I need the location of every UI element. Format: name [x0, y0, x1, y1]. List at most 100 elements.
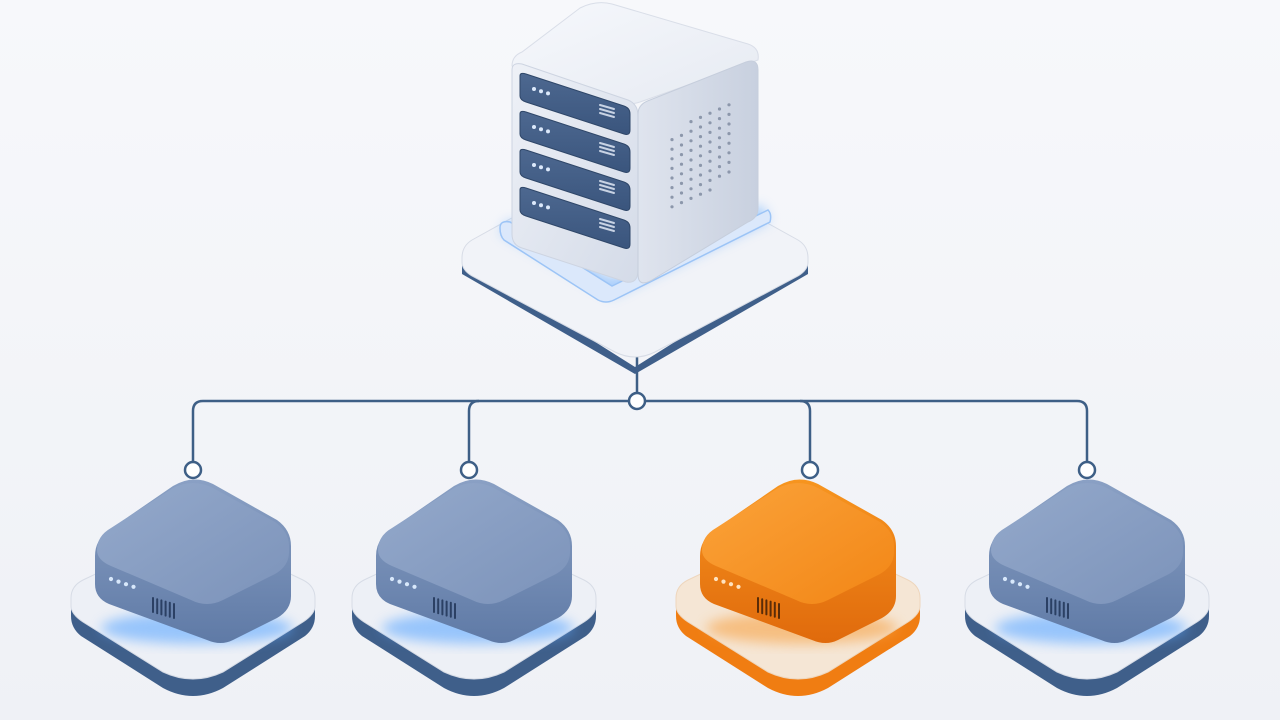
- connection-node: [183, 460, 203, 480]
- server-node[interactable]: [461, 2, 809, 374]
- vent-dot: [708, 140, 712, 144]
- client-device[interactable]: [70, 479, 316, 696]
- vent-dot: [689, 158, 693, 162]
- vent-dot: [689, 129, 693, 133]
- vent-dot: [727, 151, 731, 155]
- server-side: [637, 60, 759, 284]
- vent-dot: [717, 145, 722, 149]
- vent-dot: [717, 117, 722, 121]
- led-icon: [539, 89, 543, 94]
- server-pedestal: [499, 209, 772, 303]
- client-nodes: [70, 479, 1210, 696]
- vent-dot: [727, 141, 731, 145]
- vent-dot: [670, 205, 674, 209]
- led-icon: [539, 203, 543, 208]
- led-icon: [116, 579, 121, 584]
- device-top: [97, 483, 289, 604]
- hub-node: [627, 391, 647, 411]
- vent-dot: [708, 159, 712, 163]
- vent-dot: [698, 135, 703, 139]
- vent-dot: [679, 133, 684, 137]
- vent-dot: [698, 115, 703, 119]
- vent-dot: [727, 160, 731, 164]
- vent-dot: [679, 201, 684, 205]
- led-icon: [546, 91, 550, 96]
- vent-dot: [698, 154, 703, 158]
- led-icon: [1025, 584, 1030, 589]
- led-icon: [1017, 582, 1023, 587]
- led-icon: [404, 582, 410, 587]
- led-icon: [539, 127, 543, 132]
- vent-bar: [599, 222, 615, 228]
- led-icon: [532, 163, 536, 167]
- vent-dot: [670, 176, 674, 180]
- led-icon: [546, 167, 550, 172]
- led-icon: [131, 584, 136, 589]
- vent-dot: [689, 139, 693, 143]
- vent-bar: [599, 108, 615, 114]
- vent-dot: [727, 112, 731, 116]
- vent-dot: [689, 120, 693, 124]
- vent-dot: [670, 147, 674, 151]
- vent-dot: [679, 153, 684, 157]
- vent-dot: [717, 136, 722, 140]
- vent-dot: [670, 195, 674, 199]
- drop-line: [799, 399, 812, 462]
- vent-dot: [679, 162, 684, 166]
- vent-dot: [689, 168, 693, 172]
- led-icon: [1002, 576, 1008, 582]
- vent-dot: [717, 165, 722, 169]
- vent-dot: [727, 122, 731, 126]
- vent-dot: [689, 148, 693, 152]
- led-icon: [532, 125, 536, 129]
- vent-dot: [698, 192, 703, 196]
- vent-dot: [708, 188, 712, 192]
- led-icon: [539, 165, 543, 170]
- vent-dot: [679, 191, 684, 195]
- client-device-highlighted[interactable]: [675, 479, 921, 696]
- connection-node: [459, 460, 479, 480]
- client-device[interactable]: [964, 479, 1210, 696]
- vent-dot: [698, 144, 703, 148]
- led-icon: [713, 576, 719, 582]
- vent-bar: [599, 226, 615, 232]
- connection-node: [1077, 460, 1097, 480]
- device-top: [991, 483, 1183, 604]
- vent-dot: [670, 157, 674, 161]
- led-icon: [721, 579, 726, 584]
- vent-bar: [599, 104, 615, 110]
- vent-dot: [689, 196, 693, 200]
- vent-dot: [698, 173, 703, 177]
- vent-dot: [670, 166, 674, 170]
- led-icon: [1010, 579, 1015, 584]
- device-top: [378, 483, 570, 604]
- client-device[interactable]: [351, 479, 597, 696]
- led-icon: [397, 579, 402, 584]
- vent-bar: [599, 188, 615, 194]
- vent-dot: [679, 172, 684, 176]
- vent-dot: [708, 169, 712, 173]
- connector-lines: [183, 350, 1097, 480]
- vent-dot: [670, 186, 674, 190]
- vent-bar: [599, 112, 615, 118]
- vent-dot: [727, 103, 731, 107]
- rack-slot: [519, 186, 631, 249]
- led-icon: [546, 129, 550, 134]
- rack-slot: [519, 72, 631, 135]
- rack-slot: [519, 148, 631, 211]
- rack-slot: [519, 110, 631, 173]
- vent-bar: [599, 146, 615, 152]
- device-top: [702, 483, 894, 604]
- vent-bar: [599, 180, 615, 186]
- led-icon: [412, 584, 417, 589]
- led-icon: [108, 576, 114, 582]
- vent-dot: [679, 181, 684, 185]
- vent-dot: [717, 174, 722, 178]
- led-icon: [736, 584, 741, 589]
- vent-dot: [717, 155, 722, 159]
- led-icon: [532, 201, 536, 205]
- led-icon: [728, 582, 734, 587]
- vent-bar: [599, 184, 615, 190]
- led-icon: [532, 87, 536, 91]
